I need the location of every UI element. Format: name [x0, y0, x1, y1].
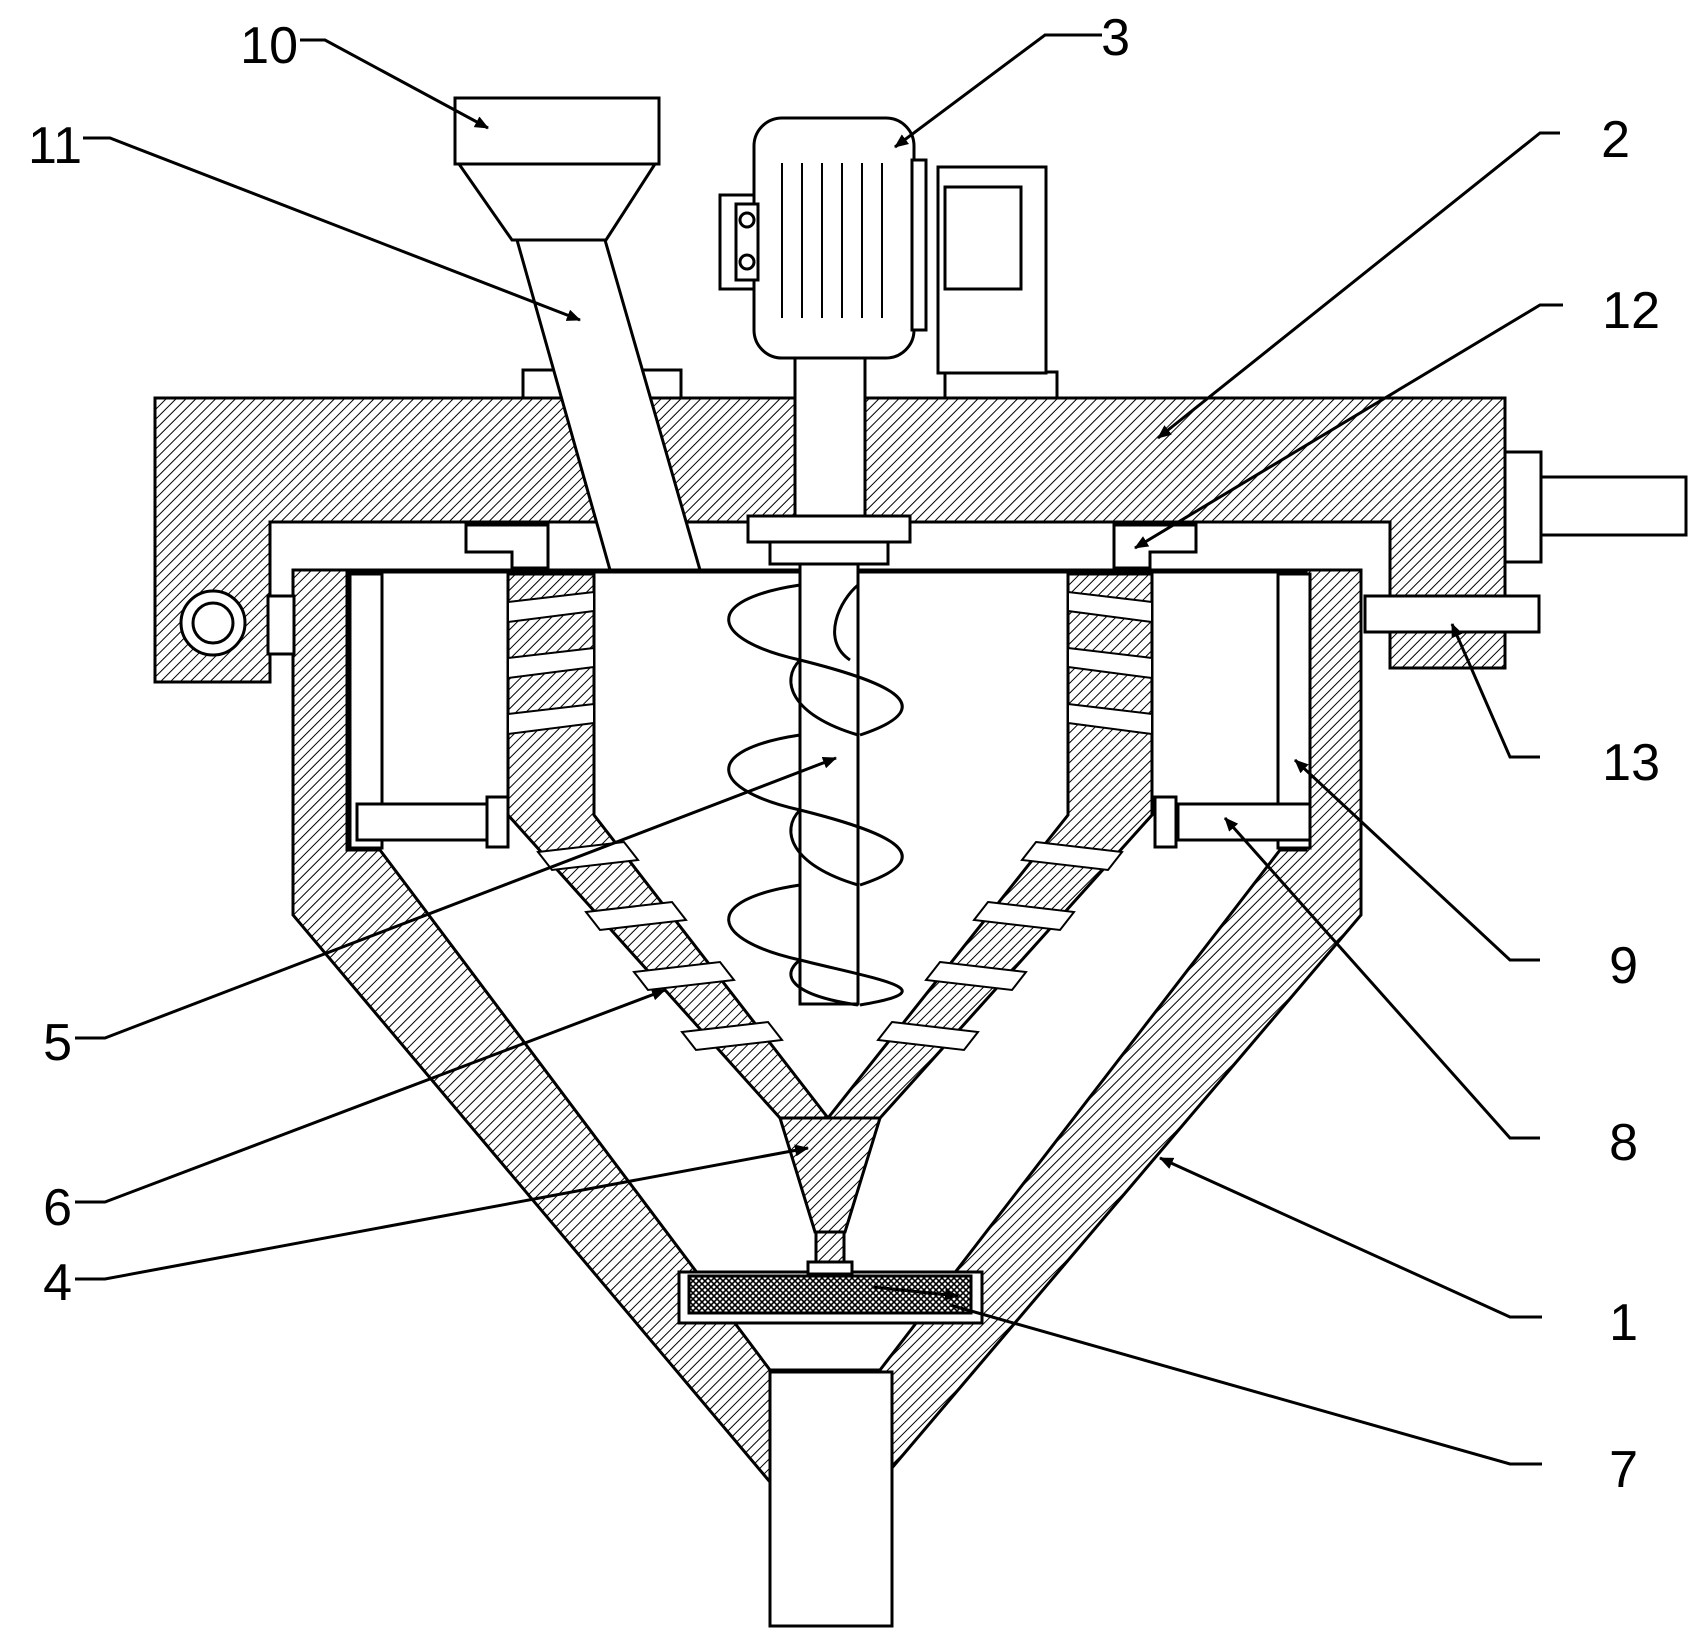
- label-9: 9: [1609, 937, 1638, 995]
- label-2: 2: [1601, 111, 1630, 169]
- feed-hopper: [453, 96, 702, 572]
- label-12: 12: [1602, 282, 1660, 340]
- label-5: 5: [43, 1014, 72, 1072]
- label-6: 6: [43, 1179, 72, 1237]
- label-3: 3: [1101, 9, 1130, 67]
- label-1: 1: [1609, 1294, 1638, 1352]
- label-13: 13: [1602, 734, 1660, 792]
- label-8: 8: [1609, 1114, 1638, 1172]
- motor: [718, 116, 1048, 1006]
- reference-numerals: 1 2 3 4 5 6 7 8 9 10 11 12 13: [28, 9, 1660, 1499]
- guide-rods: [348, 572, 1312, 850]
- label-4: 4: [43, 1254, 72, 1312]
- label-11: 11: [28, 117, 82, 175]
- label-10: 10: [240, 17, 298, 75]
- inner-basket: [506, 572, 1154, 1276]
- outlet-pipe: [768, 1370, 894, 1628]
- sieve-mesh: [687, 1274, 973, 1315]
- leader-lines: [75, 33, 1563, 1466]
- label-7: 7: [1609, 1441, 1638, 1499]
- tank-shell: [291, 568, 1363, 1628]
- auger-blade: [727, 583, 904, 1007]
